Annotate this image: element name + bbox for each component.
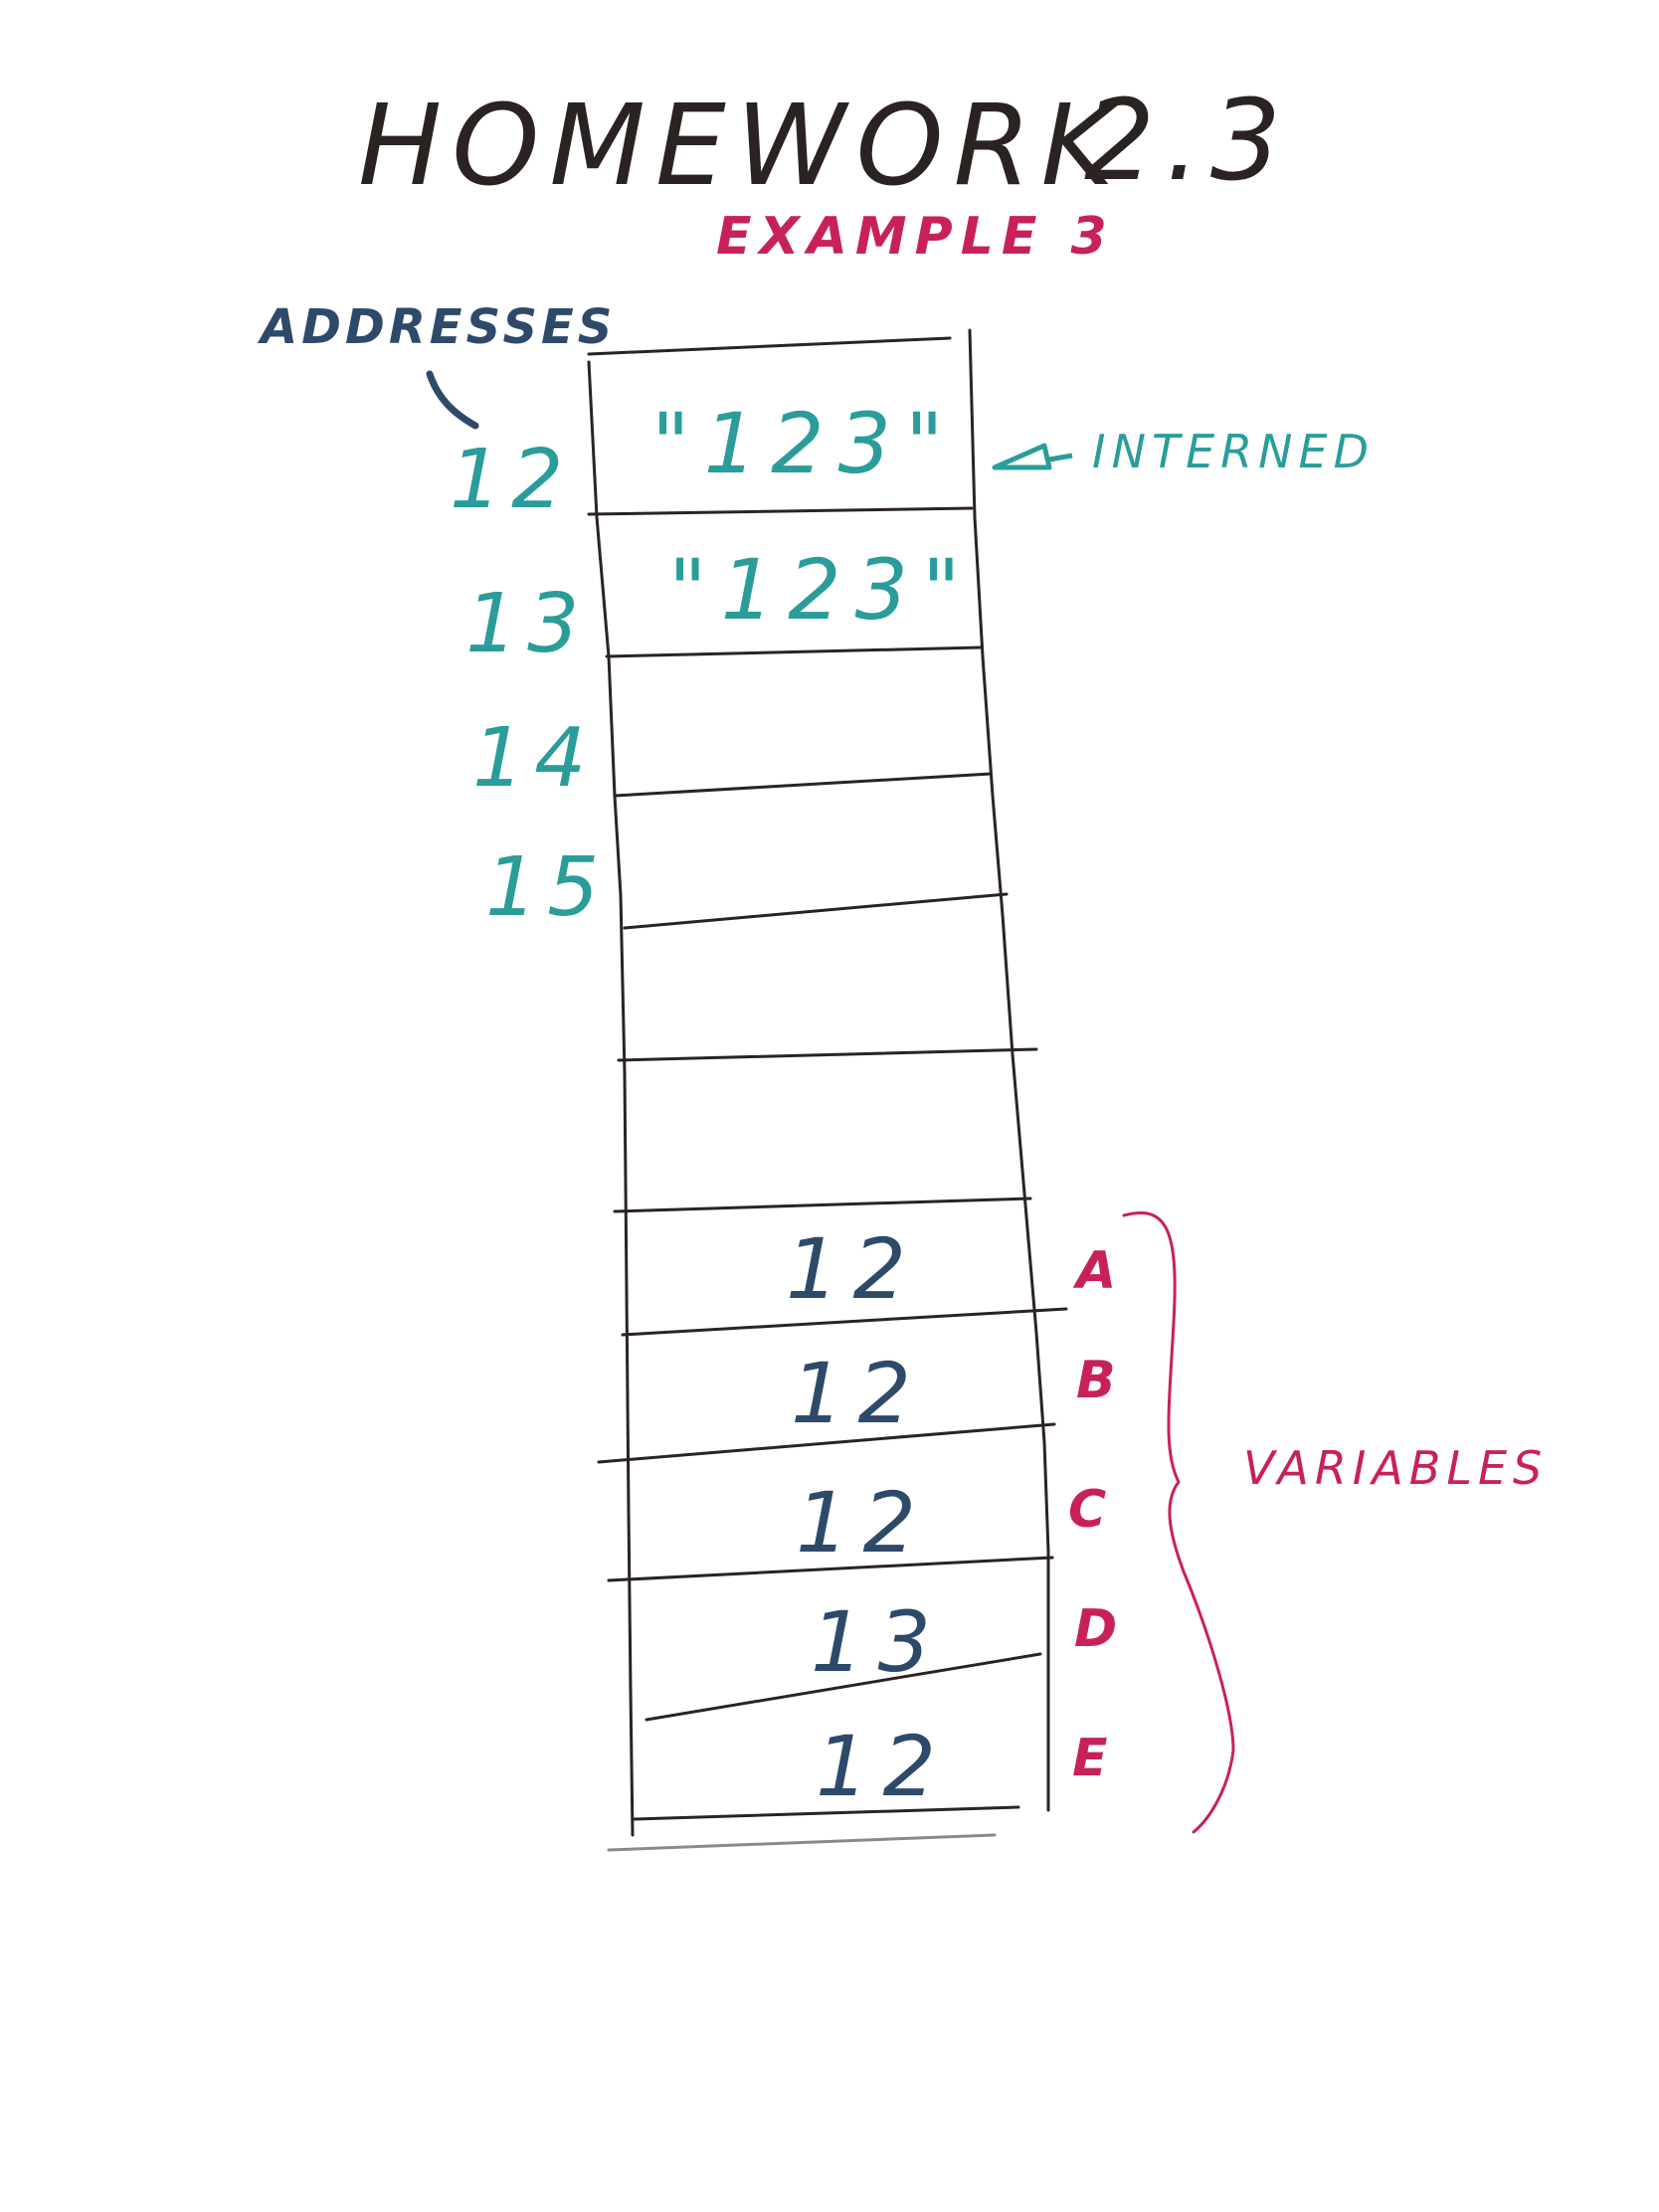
address-15: 15	[485, 840, 609, 935]
variables-label: VARIABLES	[1243, 1441, 1548, 1495]
address-12: 12	[450, 433, 573, 527]
string-cells: "123" "123"	[651, 395, 975, 639]
var-c-name: C	[1068, 1480, 1112, 1540]
var-b-name: B	[1076, 1351, 1122, 1410]
diagram-title-number: 2.3	[1084, 77, 1291, 206]
cell-string-copy: "123"	[668, 541, 975, 639]
var-a-value: 12	[786, 1220, 920, 1318]
variables-brace	[1122, 1211, 1235, 1834]
address-14: 14	[472, 711, 596, 806]
var-d-name: D	[1074, 1599, 1123, 1659]
addresses-pointer-arrow	[426, 370, 479, 430]
variable-names: A B C D E	[1068, 1241, 1123, 1788]
var-d-value: 13	[811, 1593, 945, 1691]
addresses-label: ADDRESSES	[257, 299, 616, 355]
var-e-value: 12	[816, 1718, 950, 1815]
variable-values: 12 12 12 13 12	[786, 1220, 950, 1815]
var-b-value: 12	[791, 1345, 925, 1442]
interned-label: INTERNED	[1092, 425, 1375, 478]
memory-column	[587, 328, 1068, 1852]
interned-arrow-icon	[992, 443, 1073, 470]
var-a-name: A	[1072, 1241, 1122, 1301]
var-c-value: 12	[796, 1474, 930, 1571]
diagram-title: HOMEWORK	[358, 82, 1124, 211]
cell-string-interned: "123"	[651, 395, 958, 492]
address-13: 13	[465, 577, 589, 671]
address-numbers: 12 13 14 15	[450, 433, 609, 935]
example-subtitle: EXAMPLE 3	[716, 207, 1115, 267]
var-e-name: E	[1072, 1729, 1114, 1788]
